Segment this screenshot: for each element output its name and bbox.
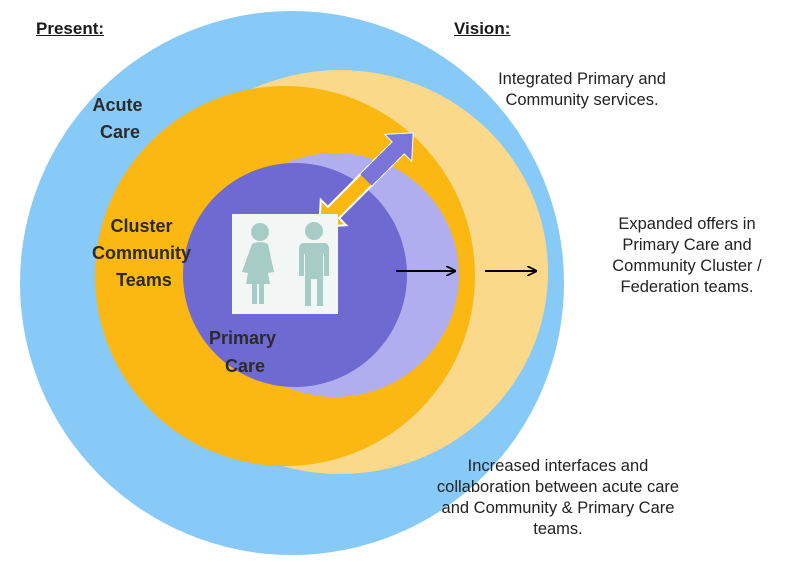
cluster-community-label: Cluster Community Teams bbox=[92, 216, 196, 290]
integrated-services-note: Integrated Primary and Community service… bbox=[498, 70, 666, 109]
male-person-icon bbox=[299, 222, 329, 306]
present-heading: Present: bbox=[36, 19, 105, 38]
increased-interfaces-note: Increased interfaces and collaboration b… bbox=[436, 457, 680, 538]
female-person-icon bbox=[242, 223, 274, 304]
acute-care-label: Acute Care bbox=[92, 95, 147, 142]
expanded-offers-note: Expanded offers in Primary Care and Comm… bbox=[612, 215, 762, 296]
primary-care-label: Primary Care bbox=[209, 328, 281, 376]
vision-heading: Vision: bbox=[454, 19, 511, 38]
